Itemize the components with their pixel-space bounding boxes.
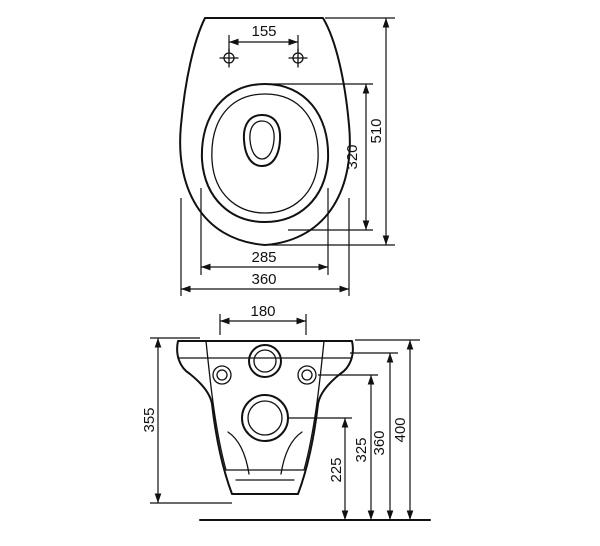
bowl-inner-rim: [200, 83, 330, 223]
dim-360-height-label: 360: [371, 430, 388, 455]
dim-285-label: 285: [251, 249, 276, 266]
fixing-hole-front-left: [212, 365, 232, 385]
fixing-hole-front-right: [297, 365, 317, 385]
dim-360-height: 360: [350, 352, 398, 520]
dim-225: 225: [289, 417, 352, 520]
outlet-opening: [241, 394, 289, 442]
dim-320-label: 320: [344, 144, 361, 169]
inlet-opening: [248, 344, 282, 378]
dim-180-label: 180: [250, 303, 275, 320]
dim-360-width-label: 360: [251, 271, 276, 288]
bowl-inner-rim-2: [211, 93, 319, 214]
dim-155: 155: [228, 23, 299, 52]
dim-155-label: 155: [251, 23, 276, 40]
dim-400-label: 400: [392, 417, 409, 442]
dim-325: 325: [318, 374, 378, 520]
bowl-front-inner: [205, 340, 325, 471]
dim-355: 355: [141, 337, 232, 504]
dim-320: 320: [268, 83, 373, 231]
front-view: 180 355 400 360 325: [141, 303, 431, 521]
dim-400: 400: [355, 339, 420, 520]
dim-225-label: 225: [328, 457, 345, 482]
dim-180: 180: [219, 303, 307, 335]
dim-510: 510: [268, 17, 395, 246]
dim-510-label: 510: [368, 118, 385, 143]
drain-opening: [242, 114, 282, 167]
bowl-outer-outline: [179, 17, 351, 246]
dim-360-width: 360: [180, 198, 350, 296]
dim-355-label: 355: [141, 407, 158, 432]
drain-opening-inner: [249, 120, 275, 160]
bowl-front-outline: [176, 340, 354, 495]
top-view: 155 510 320 285 360: [179, 17, 395, 296]
bowl-front-trap: [227, 431, 303, 481]
dim-325-label: 325: [353, 437, 370, 462]
dim-285: 285: [200, 188, 329, 275]
